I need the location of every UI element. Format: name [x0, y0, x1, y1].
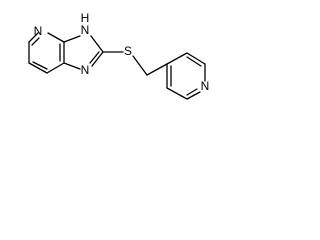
bond-n4-c5	[28, 32, 39, 43]
bond-c5p-c4p	[166, 52, 188, 65]
bond-c2p-n1p-inner	[186, 88, 198, 96]
pyridyl-nitrogen-label: N	[201, 79, 210, 93]
bond-n4-c5-inner	[31, 37, 40, 46]
pyridyl-ring-bonds	[166, 52, 206, 100]
imidazopyridine-bonds	[28, 32, 104, 74]
bond-c3p-c2p	[166, 87, 188, 100]
chemical-structure-diagram: N H N N S N	[28, 11, 210, 100]
imidazole-nh-hydrogen-label: H	[81, 11, 90, 25]
atom-labels: N H N N S N	[34, 11, 210, 93]
bond-c6-c7	[28, 62, 48, 74]
bond-c7a-n4	[47, 32, 65, 43]
bond-n3-c3a	[63, 62, 81, 70]
bond-c2-n3	[91, 51, 104, 67]
sulfur-label: S	[124, 44, 132, 58]
bond-c2p-n1p	[186, 91, 201, 100]
bond-c7-c3a	[46, 62, 65, 74]
bond-c6p-c5p-inner	[186, 56, 202, 67]
pyridine-nitrogen-label: N	[34, 24, 43, 38]
bond-c6p-c5p	[186, 52, 206, 65]
thioether-linker-bonds	[102, 51, 168, 76]
bond-ch2-c4p	[146, 63, 168, 76]
imidazole-nh-nitrogen-label: N	[81, 23, 90, 37]
bond-s-ch2	[132, 55, 148, 76]
imidazole-nitrogen-label: N	[81, 63, 90, 77]
bond-c2-n3-inner	[89, 51, 100, 64]
bond-c6-c7-inner	[32, 61, 48, 70]
bond-c7a-n1	[63, 35, 81, 43]
bond-n1-c2	[90, 35, 104, 53]
